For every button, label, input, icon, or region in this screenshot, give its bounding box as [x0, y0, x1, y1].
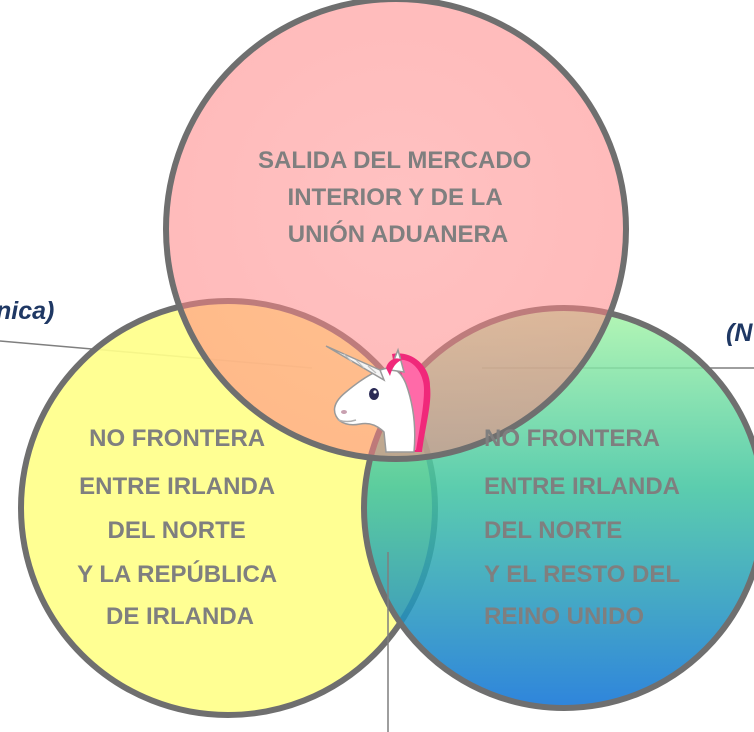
right-text-line-3: DEL NORTE: [484, 517, 622, 544]
left-text-line-3: DEL NORTE: [108, 517, 246, 544]
right-text-line-4: Y EL RESTO DEL: [484, 561, 680, 588]
left-text-line-1: NO FRONTERA: [89, 425, 265, 452]
left-side-label: nica): [0, 297, 55, 325]
left-circle-text: NO FRONTERA ENTRE IRLANDA DEL NORTE Y LA…: [77, 425, 283, 630]
unicorn-icon: [325, 345, 431, 453]
right-text-line-1: NO FRONTERA: [484, 425, 660, 452]
top-text-line-1: SALIDA DEL MERCADO: [258, 147, 531, 174]
right-side-label: (N: [726, 319, 753, 347]
right-text-line-2: ENTRE IRLANDA: [484, 473, 680, 500]
top-text-line-2: INTERIOR Y DE LA: [288, 184, 503, 211]
top-circle-text: SALIDA DEL MERCADO INTERIOR Y DE LA UNIÓ…: [258, 147, 538, 248]
left-text-line-4: Y LA REPÚBLICA: [77, 560, 277, 588]
right-circle-text: NO FRONTERA ENTRE IRLANDA DEL NORTE Y EL…: [484, 425, 686, 630]
right-text-line-5: REINO UNIDO: [484, 603, 644, 630]
circle-top-red: [163, 0, 629, 462]
left-text-line-5: DE IRLANDA: [106, 603, 254, 630]
left-text-line-2: ENTRE IRLANDA: [79, 473, 275, 500]
top-text-line-3: UNIÓN ADUANERA: [288, 220, 508, 248]
